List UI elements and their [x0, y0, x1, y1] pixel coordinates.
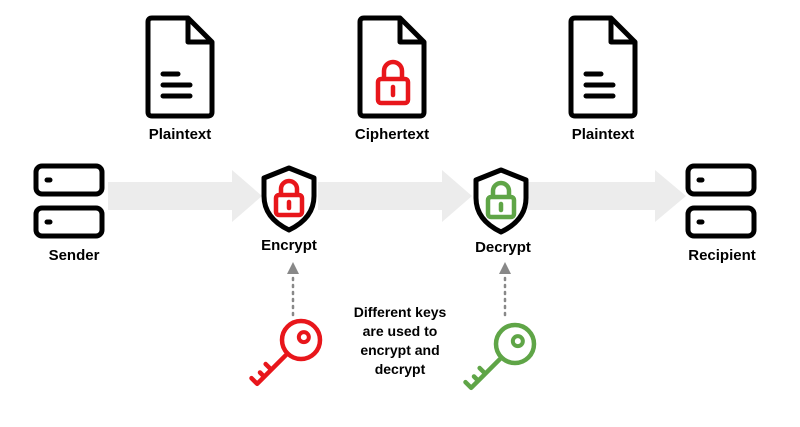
recipient-label: Recipient: [688, 247, 756, 264]
locked-document-icon: [357, 15, 427, 119]
arrow-encrypt-to-decrypt: [318, 170, 472, 222]
key-icon: [463, 322, 537, 391]
document-icon: [145, 15, 215, 119]
doc-label-ciphertext: Ciphertext: [355, 126, 429, 143]
note-line: decrypt: [375, 361, 426, 377]
encrypt-label: Encrypt: [261, 237, 317, 254]
key-icon: [249, 318, 323, 387]
server-icon: [685, 163, 757, 239]
dotted-connector-decrypt: [499, 262, 511, 320]
arrow-sender-to-encrypt: [108, 170, 262, 222]
doc-label-plaintext-right: Plaintext: [572, 126, 635, 143]
note-line: encrypt and: [360, 342, 439, 358]
document-icon: [568, 15, 638, 119]
shield-unlock-icon: [473, 167, 529, 235]
padlock-icon: [375, 59, 411, 106]
note-line: are used to: [363, 323, 438, 339]
flow-arrows: [108, 170, 686, 222]
server-icon: [33, 163, 105, 239]
doc-label-plaintext-left: Plaintext: [149, 126, 212, 143]
note-line: Different keys: [354, 304, 447, 320]
shield-lock-icon: [261, 165, 317, 233]
dotted-connector-encrypt: [287, 262, 299, 320]
sender-label: Sender: [49, 247, 100, 264]
arrow-decrypt-to-recipient: [528, 170, 686, 222]
decrypt-label: Decrypt: [475, 239, 531, 256]
